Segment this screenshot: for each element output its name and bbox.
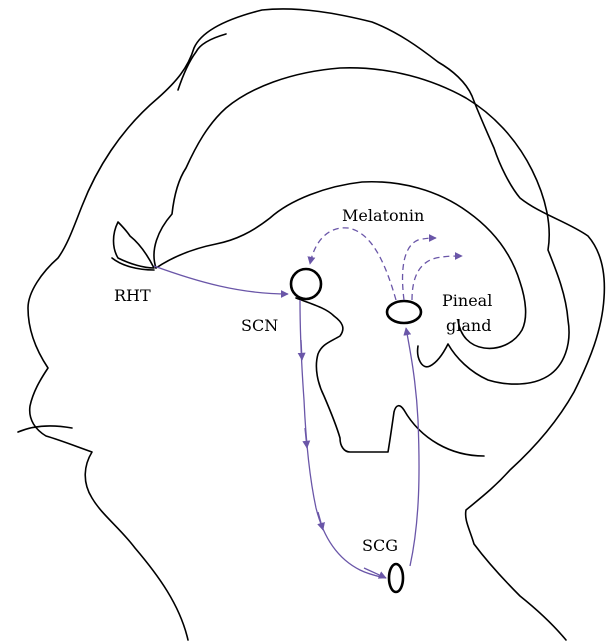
eye-outline <box>114 222 155 268</box>
cerebrum-outline <box>154 68 569 384</box>
scn-nucleus <box>291 269 321 299</box>
rht-pathway-arrow <box>154 266 288 294</box>
pineal-label: Pineal <box>442 291 492 310</box>
rht-label: RHT <box>114 286 151 305</box>
gland-label: gland <box>446 316 491 335</box>
scn-label: SCN <box>241 316 278 335</box>
descending-arrow-3 <box>318 512 323 530</box>
melatonin-arrow-to-scn <box>310 228 396 300</box>
head-profile-outline <box>28 9 604 640</box>
pineal-gland <box>387 301 421 323</box>
melatonin-label: Melatonin <box>342 206 424 225</box>
mouth-line <box>18 426 72 432</box>
scg-to-pineal-pathway <box>406 328 419 566</box>
scg-label: SCG <box>362 536 398 555</box>
scg-ganglion <box>389 564 403 592</box>
head-crown-notch <box>178 34 226 90</box>
